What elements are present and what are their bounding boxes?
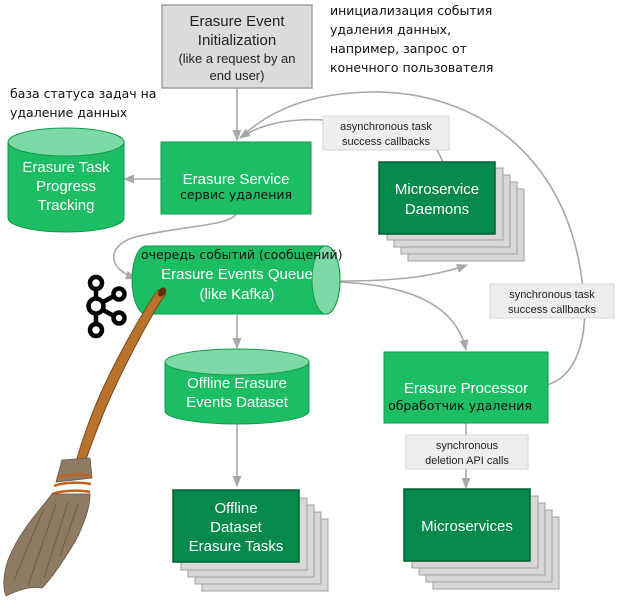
tracking-line-3: Tracking [38, 197, 95, 214]
edge-service-to-queue [112, 213, 237, 280]
offline-db-line-1: Offline Erasure [187, 375, 287, 392]
queue-line-1: Erasure Events Queue [161, 266, 313, 283]
sync-label-line-2: success callbacks [508, 304, 597, 316]
init-line-2: Initialization [198, 32, 276, 49]
tracking-annotation-ru: база статуса задач на удаление данных [10, 86, 156, 120]
init-line-1: Erasure Event [189, 13, 285, 30]
edge-queue-to-processor [339, 281, 469, 352]
offline-tasks-line-1: Offline [214, 500, 257, 517]
processor-ru: обработчик удаления [388, 398, 532, 413]
erasure-service-title: Erasure Service [183, 171, 290, 188]
api-label-line-1: synchronous [436, 440, 499, 452]
init-annotation-line-3: например, запрос от [330, 41, 467, 56]
async-callbacks-label: asynchronous task success callbacks [322, 115, 450, 151]
microservice-daemons-stack: Microservice Daemons [378, 161, 525, 262]
sync-callbacks-label: synchronous task success callbacks [489, 283, 615, 319]
init-line-4: end user) [210, 68, 265, 83]
tracking-line-2: Progress [36, 178, 96, 195]
erasure-service-ru: сервис удаления [180, 187, 292, 202]
tracking-annotation-line-1: база статуса задач на [10, 86, 156, 101]
tracking-line-1: Erasure Task [22, 159, 110, 176]
erasure-service-box: Erasure Service сервис удаления [160, 141, 312, 215]
tracking-annotation-line-2: удаление данных [10, 105, 127, 120]
queue-line-2: (like Kafka) [199, 286, 274, 303]
erasure-event-initialization-box: Erasure Event Initialization (like a req… [161, 4, 313, 89]
init-annotation-line-2: удаления данных, [330, 22, 451, 37]
offline-db-line-2: Events Dataset [186, 394, 289, 411]
init-line-3: (like a request by an [178, 51, 295, 66]
api-label-line-2: deletion API calls [425, 455, 509, 467]
broom-icon [3, 287, 167, 597]
edge-async-callback-to-service [239, 118, 325, 139]
async-label-line-1: asynchronous task [340, 121, 432, 133]
offline-erasure-events-dataset-db: Offline Erasure Events Dataset [164, 348, 310, 425]
processor-title: Erasure Processor [404, 380, 528, 397]
daemons-line-2: Daemons [405, 201, 469, 218]
kafka-logo-icon [86, 274, 127, 339]
erasure-task-progress-tracking-db: Erasure Task Progress Tracking [7, 127, 125, 233]
offline-dataset-erasure-tasks-stack: Offline Dataset Erasure Tasks [172, 489, 329, 592]
queue-ru: очередь событий (сообщений) [141, 247, 342, 262]
offline-tasks-line-2: Dataset [210, 519, 263, 536]
init-annotation-line-1: инициализация события [330, 3, 492, 18]
daemons-line-1: Microservice [395, 181, 479, 198]
edge-queue-to-daemons [339, 264, 469, 282]
edge-sync-callback-arc [239, 91, 586, 386]
init-annotation-ru: инициализация события удаления данных, н… [330, 3, 493, 75]
sync-label-line-1: synchronous task [509, 289, 595, 301]
deletion-api-calls-label: synchronous deletion API calls [405, 434, 529, 470]
microservices-label: Microservices [421, 518, 513, 535]
offline-tasks-line-3: Erasure Tasks [189, 538, 284, 555]
async-label-line-2: success callbacks [342, 136, 431, 148]
microservices-stack: Microservices [403, 488, 560, 590]
edges [112, 88, 586, 490]
erasure-events-queue: очередь событий (сообщений) Erasure Even… [131, 245, 342, 315]
init-annotation-line-4: конечного пользователя [330, 60, 493, 75]
erasure-processor-box: Erasure Processor обработчик удаления [383, 351, 549, 424]
